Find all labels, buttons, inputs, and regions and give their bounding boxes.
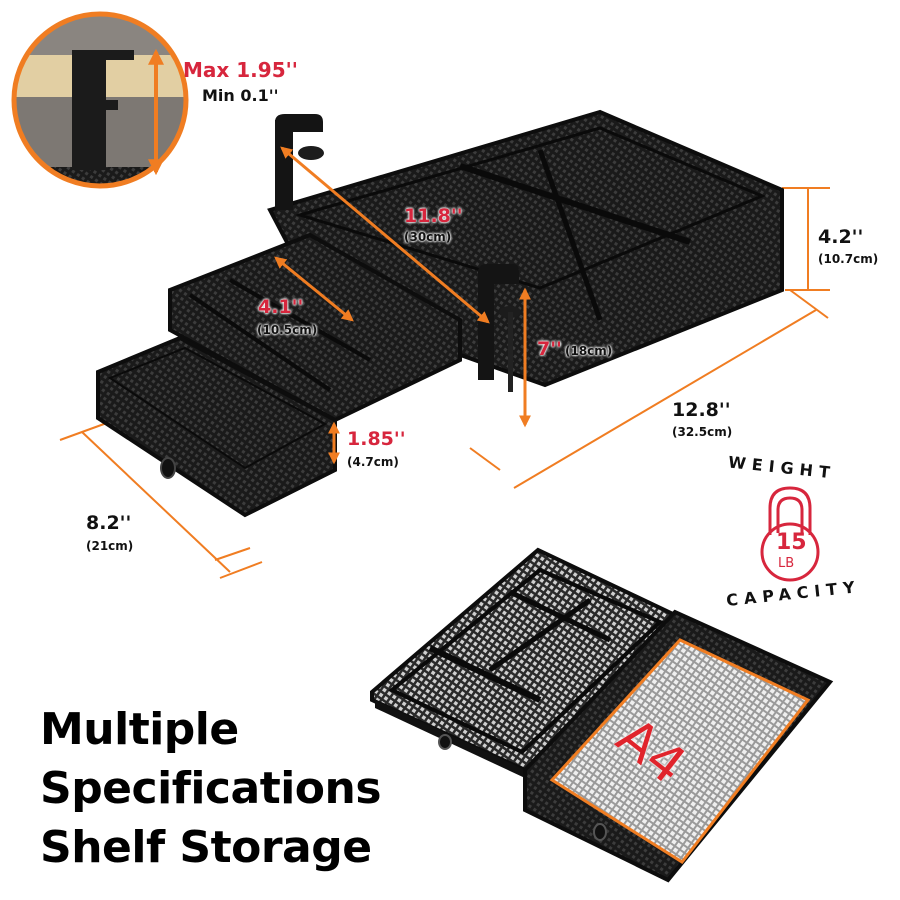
measurement-arrows [274, 146, 531, 465]
depth-top-cm: (30cm) [404, 230, 452, 244]
drawer-height-inches: 1.85'' [347, 428, 406, 450]
drawer-depth-inches: 4.1'' [258, 296, 304, 318]
width-inches: 8.2'' [86, 512, 132, 534]
headline: Multiple Specifications Shelf Storage [40, 700, 382, 877]
kettlebell-icon [760, 486, 820, 582]
clamp-height-inches: 7'' [537, 338, 562, 360]
width-cm: (21cm) [86, 539, 134, 553]
weight-badge-unit: LB [778, 556, 795, 571]
clamp-min-label: Min 0.1'' [202, 86, 279, 105]
clamp-inset [11, 11, 189, 189]
headline-line-3: Shelf Storage [40, 822, 372, 873]
height-inches: 4.2'' [818, 226, 864, 248]
depth-top-inches: 11.8'' [404, 205, 463, 227]
length-inches: 12.8'' [672, 399, 731, 421]
drawer-depth-cm: (10.5cm) [257, 323, 318, 337]
headline-line-2: Specifications [40, 763, 382, 814]
length-cm: (32.5cm) [672, 425, 733, 439]
headline-line-1: Multiple [40, 704, 239, 755]
desk-organizer-main [96, 109, 784, 518]
height-cm: (10.7cm) [818, 252, 879, 266]
clamp-max-label: Max 1.95'' [183, 58, 298, 82]
drawer-height-cm: (4.7cm) [347, 455, 399, 469]
weight-badge-value: 15 [776, 530, 807, 555]
dimension-lines [59, 187, 830, 579]
clamp-height-cm: (18cm) [565, 344, 613, 358]
desk-organizer-flat [370, 547, 834, 883]
